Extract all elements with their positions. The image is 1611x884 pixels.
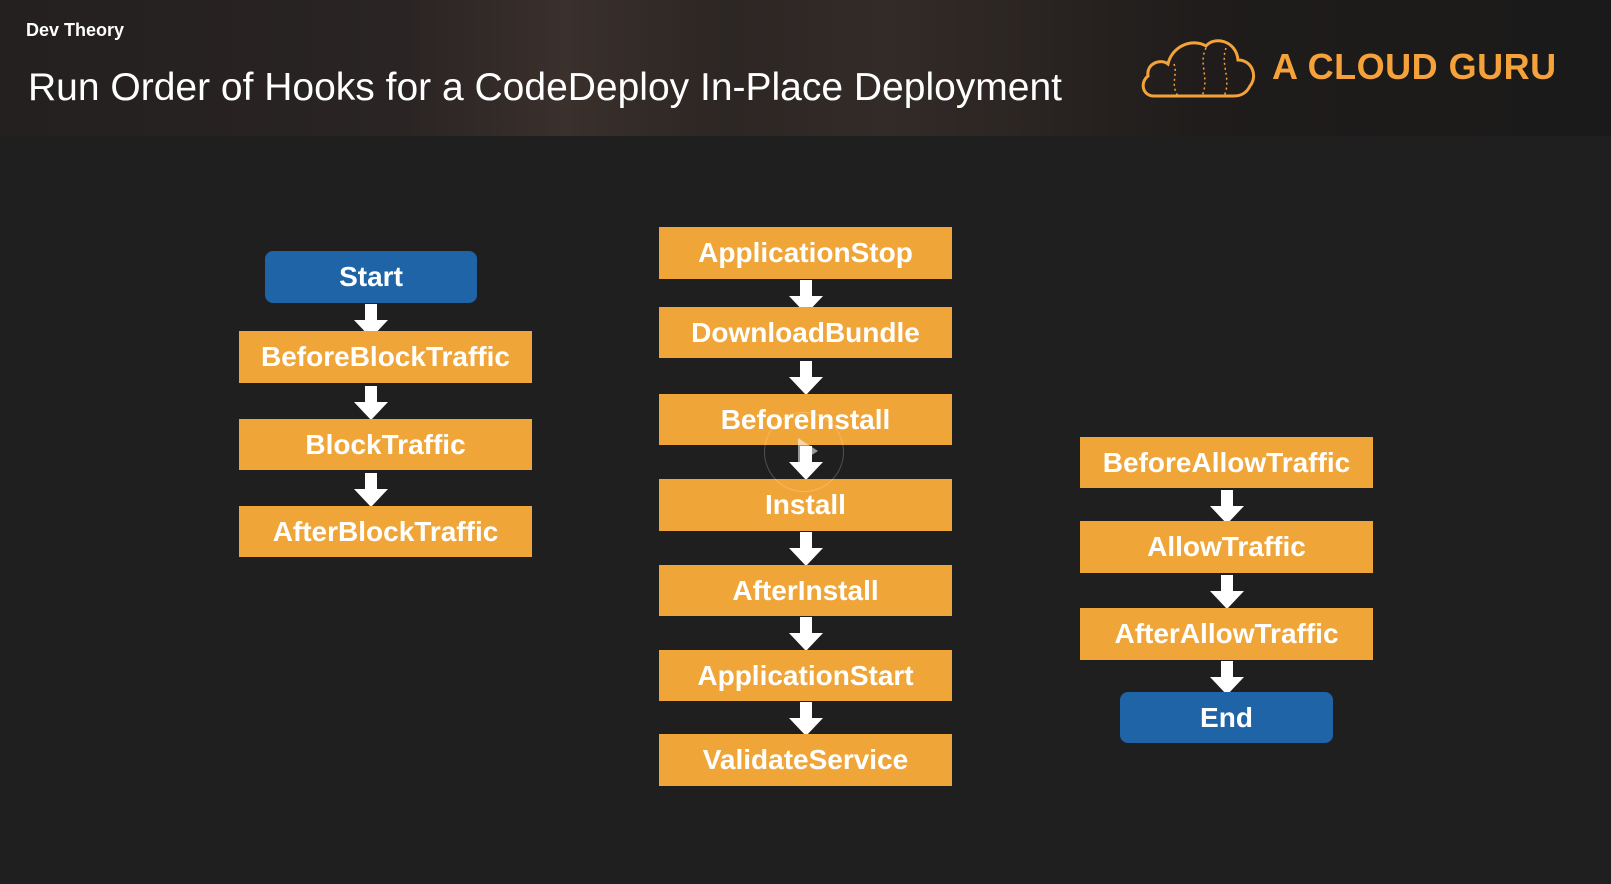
hook-allow-traffic: AllowTraffic bbox=[1080, 521, 1373, 573]
brand-logo: A CLOUD GURU bbox=[1140, 34, 1580, 104]
hook-after-allow-traffic: AfterAllowTraffic bbox=[1080, 608, 1373, 660]
down-arrow-icon bbox=[789, 702, 823, 736]
down-arrow-icon bbox=[789, 280, 823, 314]
hook-download-bundle: DownloadBundle bbox=[659, 307, 952, 358]
hook-validate-service: ValidateService bbox=[659, 734, 952, 786]
hook-before-allow-traffic: BeforeAllowTraffic bbox=[1080, 437, 1373, 488]
slide-header: Dev Theory Run Order of Hooks for a Code… bbox=[0, 0, 1611, 136]
play-button[interactable] bbox=[764, 412, 844, 492]
hook-application-start: ApplicationStart bbox=[659, 650, 952, 701]
hook-before-block-traffic: BeforeBlockTraffic bbox=[239, 331, 532, 383]
down-arrow-icon bbox=[354, 304, 388, 338]
channel-label: Dev Theory bbox=[26, 20, 125, 40]
down-arrow-icon bbox=[789, 617, 823, 651]
hook-after-install: AfterInstall bbox=[659, 565, 952, 616]
play-icon[interactable] bbox=[798, 438, 818, 464]
cloud-icon bbox=[1141, 39, 1255, 98]
down-arrow-icon bbox=[354, 473, 388, 507]
brand-name: A CLOUD GURU bbox=[1272, 46, 1557, 87]
hook-install: Install bbox=[659, 479, 952, 531]
slide-title: Run Order of Hooks for a CodeDeploy In-P… bbox=[28, 66, 1062, 109]
hook-after-block-traffic: AfterBlockTraffic bbox=[239, 506, 532, 557]
down-arrow-icon bbox=[1210, 575, 1244, 609]
down-arrow-icon bbox=[789, 361, 823, 395]
down-arrow-icon bbox=[789, 532, 823, 566]
down-arrow-icon bbox=[354, 386, 388, 420]
end-node: End bbox=[1120, 692, 1333, 743]
start-node: Start bbox=[265, 251, 477, 303]
down-arrow-icon bbox=[1210, 661, 1244, 695]
hook-block-traffic: BlockTraffic bbox=[239, 419, 532, 470]
hook-application-stop: ApplicationStop bbox=[659, 227, 952, 279]
down-arrow-icon bbox=[1210, 490, 1244, 524]
